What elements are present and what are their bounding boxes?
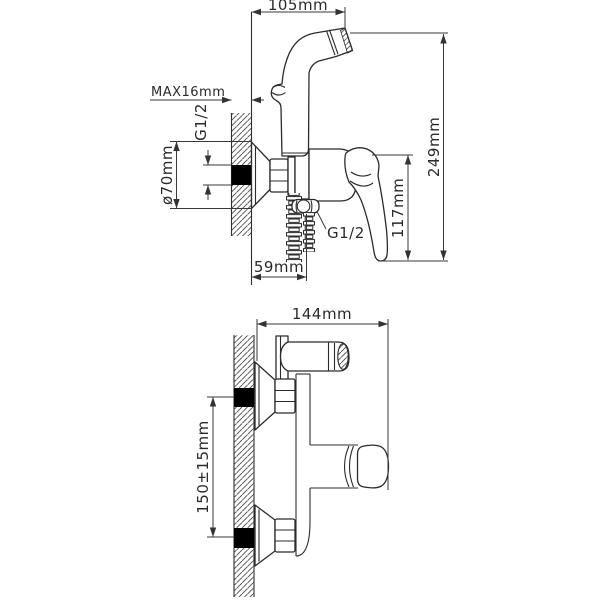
lever-knob <box>356 444 390 489</box>
lower-pipe-block <box>234 528 254 548</box>
lever-handle <box>344 147 389 262</box>
dim-flange-diameter: ø70mm <box>158 141 252 209</box>
dim-body-depth: 59mm <box>251 214 307 281</box>
mixer-side <box>254 335 390 567</box>
dim-wall-thickness: MAX16mm <box>150 85 264 104</box>
hose-ribbed-right <box>303 212 315 252</box>
lever-handle-side <box>343 444 390 489</box>
dim-mount-spacing: 150±15mm <box>194 396 234 538</box>
label-hose-thread: G1/2 <box>327 224 365 242</box>
sprayer-trigger <box>271 84 286 96</box>
dim-body-height: 117mm <box>372 154 413 260</box>
mixer-front <box>250 27 389 262</box>
hex-nut <box>269 158 289 193</box>
label-inlet-thread: G1/2 <box>192 103 210 141</box>
label-body-depth: 59mm <box>254 258 304 276</box>
body-neck <box>294 151 310 200</box>
dim-inlet-thread: G1/2 <box>192 103 232 200</box>
side-dimensions: 144mm 150±15mm <box>194 305 389 538</box>
lower-escutcheon <box>254 504 276 567</box>
label-total-depth: 144mm <box>292 305 352 323</box>
front-dimensions: 105mm MAX16mm G1/2 ø70mm <box>150 0 448 281</box>
upper-pipe-block <box>234 388 254 407</box>
upper-hex-nut <box>274 378 296 414</box>
escutcheon-flange <box>250 141 271 210</box>
side-view: 144mm 150±15mm <box>194 305 390 597</box>
dim-hose-thread: G1/2 <box>316 211 365 242</box>
dim-total-height: 249mm <box>350 32 448 262</box>
label-mount-spacing: 150±15mm <box>194 420 212 514</box>
sprayer-outline <box>270 27 354 157</box>
lever-outline <box>344 147 389 262</box>
lower-hex-nut <box>274 518 296 553</box>
label-sprayer-reach: 105mm <box>268 0 328 14</box>
dim-total-depth: 144mm <box>256 305 389 490</box>
label-body-height: 117mm <box>389 178 407 238</box>
front-wall-section <box>230 12 253 285</box>
parked-sprayer-handle <box>279 341 350 372</box>
side-wall-section <box>233 335 255 597</box>
hand-sprayer <box>270 27 354 157</box>
dim-sprayer-reach: 105mm <box>251 0 346 29</box>
inlet-pipe-block <box>231 165 252 185</box>
body-base <box>295 521 311 557</box>
spray-face <box>340 27 353 54</box>
sprayer-face-side <box>337 343 349 370</box>
label-flange-diameter: ø70mm <box>158 145 176 205</box>
shower-hose <box>286 193 320 262</box>
upper-escutcheon <box>254 361 276 431</box>
front-view: 105mm MAX16mm G1/2 ø70mm <box>150 0 448 285</box>
washer-ring <box>287 156 296 196</box>
label-total-height: 249mm <box>425 117 443 177</box>
label-wall-thickness: MAX16mm <box>151 85 225 100</box>
wall-hatch <box>234 335 254 597</box>
